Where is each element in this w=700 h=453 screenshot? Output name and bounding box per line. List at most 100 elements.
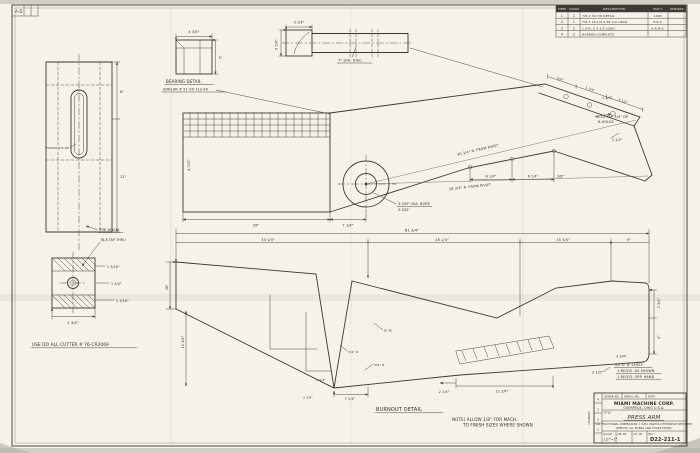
bore-dim-2: 3.502": [398, 208, 410, 212]
veo-line-1: V.E.O. # 15923: [615, 363, 643, 367]
finish-label: FINISH 1/4 DP: [46, 146, 69, 150]
rev-number-4: 1: [597, 428, 599, 432]
parts-row3-item: 3: [561, 26, 563, 30]
dim-chain-614b: 6 1/4": [528, 175, 539, 179]
date-label: DATE: [648, 394, 655, 398]
dim-notch-314: 3 1/4": [303, 396, 313, 400]
label-5r: 5" R: [384, 329, 392, 333]
number-label: NO.: [649, 432, 654, 436]
cutter-note: USE DO ALL CUTTER # 76-CR2069: [32, 342, 109, 347]
dim-seg-4: 9": [627, 238, 631, 242]
drawing-number: D22-211-1: [650, 437, 681, 443]
bearing-detail-sub: SIMILAR # 51-56-112-40: [163, 88, 208, 92]
drawing-title: PRESS ARM: [628, 415, 661, 421]
parts-header-item: ITEM: [558, 7, 566, 11]
parts-row1-quan: 1: [573, 14, 575, 18]
parts-header-description: DESCRIPTION: [603, 7, 625, 11]
dim-bearing-right: 3": [219, 56, 223, 60]
dim-notch-134: 1 3/4": [316, 378, 326, 382]
title-block: 4 3 2 1 CHANGES ORDER NO. SERIAL NO. DAT…: [587, 392, 692, 444]
drawn-by-label: DR. BY: [618, 432, 627, 436]
dim-right-234: 2 3/4": [657, 297, 661, 308]
corner-stamp: A-D: [11, 4, 39, 17]
plan-view: 4.000" 3.500" DIA. BORE 3.502" 26" 7 1/4…: [182, 74, 653, 228]
rev-strip-label: CHANGES: [587, 411, 591, 425]
dim-seg-1: 33 1/4": [261, 238, 275, 242]
dim-seg-3: 15 3/4": [556, 238, 570, 242]
serial-label: SERIAL NO.: [624, 394, 640, 398]
veo-line-2: 1-REQ'D. AS SHOWN: [617, 369, 655, 373]
dim-plan-26: 26": [253, 224, 260, 228]
dim-bot-2114: 21 1/4": [496, 390, 509, 394]
parts-row3-desc: 1 DIA. X 4 1/2 LONG: [582, 26, 615, 30]
parts-row4-item: 4: [561, 33, 563, 37]
dim-chain-38: 3/8": [557, 175, 565, 179]
dim-plan-714: 7 1/4": [342, 224, 353, 228]
company-address: OVERPECK, OHIO U.S.A.: [623, 406, 664, 410]
rev-number-3: 2: [597, 418, 599, 422]
dim-sec-width: 2 3/4": [67, 321, 78, 325]
dim-left-6: 6": [120, 90, 124, 94]
dim-bearing-top: 4 3/4": [188, 30, 199, 34]
left-end-view: FINISH 1/4 DP 6" 12" PRE-MACH W-8 TAP TH…: [30, 53, 138, 349]
disc-label: 7" DIA. DISC: [338, 59, 362, 63]
order-label: ORDER NO.: [604, 394, 620, 398]
dim-sec-2: 1 3/4": [111, 282, 122, 286]
rev-number-1: 4: [597, 398, 599, 402]
rev-number-2: 3: [597, 408, 599, 412]
scale-value: 1/2"=1": [604, 438, 618, 442]
parts-header-matl: MAT'L: [653, 7, 663, 11]
dim-disc-top: 3 1/4": [294, 21, 305, 25]
dim-notch-714: 7 1/4": [345, 397, 356, 401]
parts-row2-matl: H.R.S.: [653, 20, 663, 24]
parts-row4-quan: 2: [573, 33, 575, 37]
title-label: TITLE: [604, 411, 612, 415]
dim-chain-614a: 6 1/4": [486, 175, 497, 179]
scale-label: SCALE: [604, 432, 613, 436]
fine-print-2: REMOVE ALL BURRS AND SHARP EDGES: [616, 426, 671, 430]
parts-header-quan: QUAN: [569, 7, 578, 11]
parts-row1-item: 1: [561, 14, 563, 18]
company-name: MIAMI MACHINE CORP.: [614, 401, 674, 407]
parts-row2-item: 2: [561, 20, 563, 24]
dim-bot-334: 3 3/4": [616, 355, 627, 359]
bearing-detail-view: 4 3/4" 3" BEARING DETAIL SIMILAR # 51-56…: [161, 30, 331, 115]
burnout-view: 81 3/4" 33 1/4" 26 1/4" 15 3/4" 9" 16" 1…: [165, 229, 662, 428]
parts-row2-quan: 1: [573, 20, 575, 24]
dim-bot-212: 2 1/2": [592, 371, 603, 375]
dim-top-134: 1 3/4": [585, 86, 596, 93]
parts-row3-quan: 2: [573, 26, 575, 30]
sheet-border: [11, 4, 688, 447]
dim-burnout-16: 16": [165, 284, 169, 290]
radius-1-label: 30 1/4" R. FROM PIVOT: [457, 143, 500, 157]
parts-header-remarks: REMARKS: [670, 7, 683, 11]
dim-bot-214: 2 1/4": [439, 390, 450, 394]
burnout-detail-label: BURNOUT DETAIL: [376, 407, 422, 413]
veo-line-3: 1-REQ'D. OPP. HAND: [617, 375, 655, 379]
label-38r: 3/8" R: [374, 363, 384, 367]
note-line-2: TO FINISH SIZES WHERE SHOWN: [462, 423, 533, 428]
label-34r: 3/4" R: [348, 350, 358, 354]
bearing-detail-label: BEARING DETAIL: [166, 79, 202, 84]
dim-top-212: 2 1/2": [618, 98, 629, 105]
tap-thru-label: W-8 TAP THRU: [101, 238, 126, 242]
fine-print-1: ALL FRACTIONAL DIMENSIONS ± 1/64 UNLESS …: [596, 422, 692, 426]
bore-dim-1: 3.500" DIA. BORE: [398, 202, 430, 206]
dim-burnout-1212: 12 1/2": [181, 335, 185, 348]
pre-mach-label: PRE-MACH: [99, 228, 119, 232]
parts-row1-desc: 7/8 X 30 7/8 DETAIL: [582, 14, 615, 18]
dim-plan-height: 4.000": [187, 159, 191, 171]
disc-top-view: 5 3/4" 3 1/4" 7" DIA. DISC: [275, 21, 544, 88]
parts-table: ITEM QUAN DESCRIPTION MAT'L REMARKS 1 1 …: [555, 4, 687, 38]
parts-row4-desc: HARDEN COMPLETE: [582, 33, 614, 37]
dim-head-112: 1 1/2": [612, 138, 623, 142]
tap10-label: W-10 TAP 3/4" DP: [596, 115, 628, 119]
dim-left-12: 12": [120, 175, 127, 179]
radius-2-label: 28 3/4" R. FROM PIVOT: [449, 183, 492, 191]
dim-top-34: 3/4": [556, 76, 564, 82]
dim-right-4: 4": [657, 335, 661, 339]
dim-head-114: 1 1/4": [602, 96, 613, 100]
